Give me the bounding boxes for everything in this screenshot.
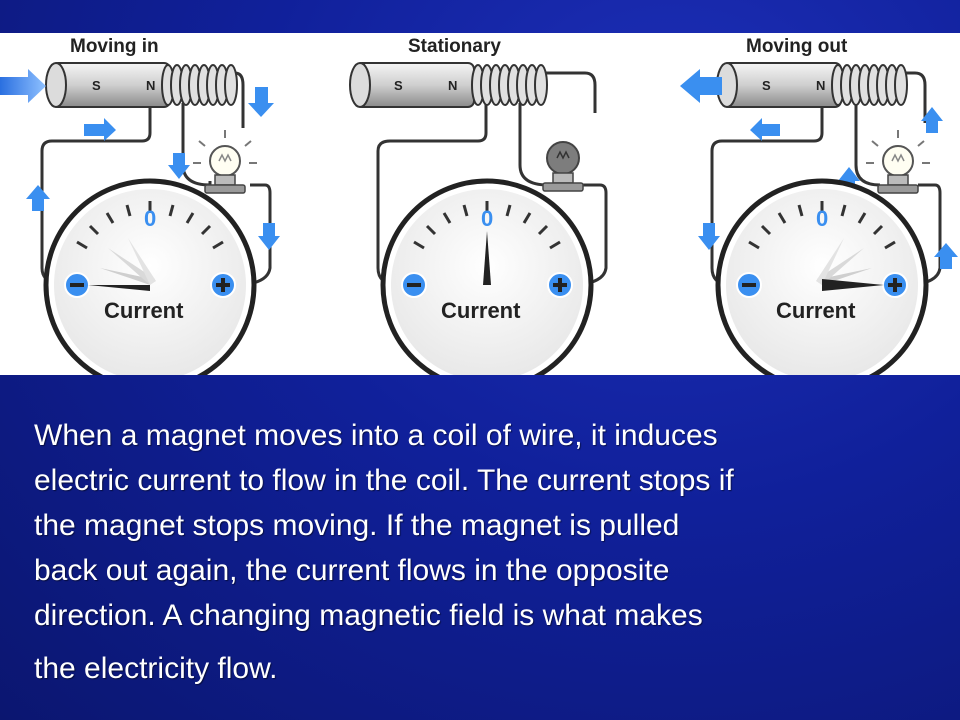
current-meter: 0 Current — [43, 178, 257, 375]
meter-zero-label: 0 — [144, 206, 156, 231]
current-meter: 0 Current — [380, 178, 594, 375]
magnet: S N — [716, 62, 842, 108]
magnet: S N — [349, 62, 475, 108]
panel-title: Moving in — [70, 36, 159, 57]
bulb-lit-icon — [866, 130, 930, 194]
panel-moving-in: Moving in S N — [0, 36, 280, 375]
bulb-lit-icon — [193, 130, 257, 194]
coil — [161, 64, 238, 106]
magnet: S N — [45, 62, 171, 108]
caption-text: When a magnet moves into a coil of wire,… — [34, 413, 934, 691]
meter-zero-label: 0 — [481, 206, 493, 231]
magnet-north-label: N — [146, 78, 155, 93]
coil — [831, 64, 908, 106]
bulb-off-icon — [542, 141, 584, 192]
meter-label: Current — [441, 298, 521, 323]
current-meter: 0 Current — [715, 178, 929, 375]
current-arrow-icon — [0, 69, 280, 250]
magnet-north-label: N — [448, 78, 457, 93]
caption-line: direction. A changing magnetic field is … — [34, 599, 703, 632]
meter-zero-label: 0 — [816, 206, 828, 231]
magnet-south-label: S — [92, 78, 101, 93]
magnet-south-label: S — [394, 78, 403, 93]
magnet-south-label: S — [762, 78, 771, 93]
panel-moving-out: Moving out S N — [680, 36, 958, 375]
caption-line: back out again, the current flows in the… — [34, 554, 670, 587]
magnet-north-label: N — [816, 78, 825, 93]
meter-label: Current — [104, 298, 184, 323]
caption-line: the electricity flow. — [34, 652, 278, 685]
coil — [471, 64, 548, 106]
caption-line: the magnet stops moving. If the magnet i… — [34, 509, 680, 542]
caption-line: electric current to flow in the coil. Th… — [34, 464, 734, 497]
meter-label: Current — [776, 298, 856, 323]
panel-title: Stationary — [408, 36, 501, 57]
panel-stationary: Stationary S N — [349, 36, 608, 375]
current-arrow-icon — [680, 69, 958, 269]
diagram-panel: Moving in S N — [0, 33, 960, 375]
panel-title: Moving out — [746, 36, 848, 57]
caption-line: When a magnet moves into a coil of wire,… — [34, 419, 718, 452]
